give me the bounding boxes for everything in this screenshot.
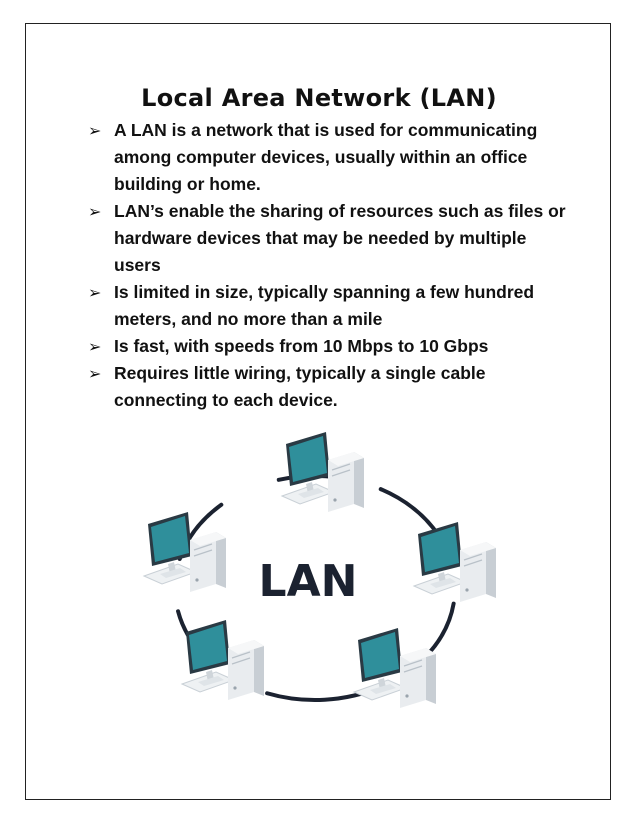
bullet-text: Is limited in size, typically spanning a… [114,282,535,329]
arrow-bullet-icon: ➢ [88,283,102,302]
lan-label: LAN [259,556,358,607]
network-link [378,487,441,538]
bullet-text: Is fast, with speeds from 10 Mbps to 10 … [114,336,489,356]
bullet-text: Requires little wiring, typically a sing… [114,363,486,410]
network-link [423,601,456,659]
page-title: Local Area Network (LAN) [141,84,497,113]
page-border [25,23,611,800]
bullet-text: A LAN is a network that is used for comm… [114,120,538,194]
bullet-item: ➢ Requires little wiring, typically a si… [88,360,568,414]
computer-icon [353,627,437,709]
computer-icon [281,431,365,513]
arrow-bullet-icon: ➢ [88,337,102,356]
arrow-bullet-icon: ➢ [88,121,102,140]
bullet-item: ➢ Is fast, with speeds from 10 Mbps to 1… [88,333,568,360]
bullet-item: ➢ Is limited in size, typically spanning… [88,279,568,333]
arrow-bullet-icon: ➢ [88,364,102,383]
computer-icon [181,619,265,701]
computer-icon [413,521,497,603]
arrow-bullet-icon: ➢ [88,202,102,221]
bullet-list: ➢ A LAN is a network that is used for co… [88,117,568,414]
bullet-item: ➢ LAN’s enable the sharing of resources … [88,198,568,279]
bullet-item: ➢ A LAN is a network that is used for co… [88,117,568,198]
lan-diagram: LAN [143,431,497,709]
bullet-text: LAN’s enable the sharing of resources su… [114,201,566,275]
computer-icon [143,511,227,593]
